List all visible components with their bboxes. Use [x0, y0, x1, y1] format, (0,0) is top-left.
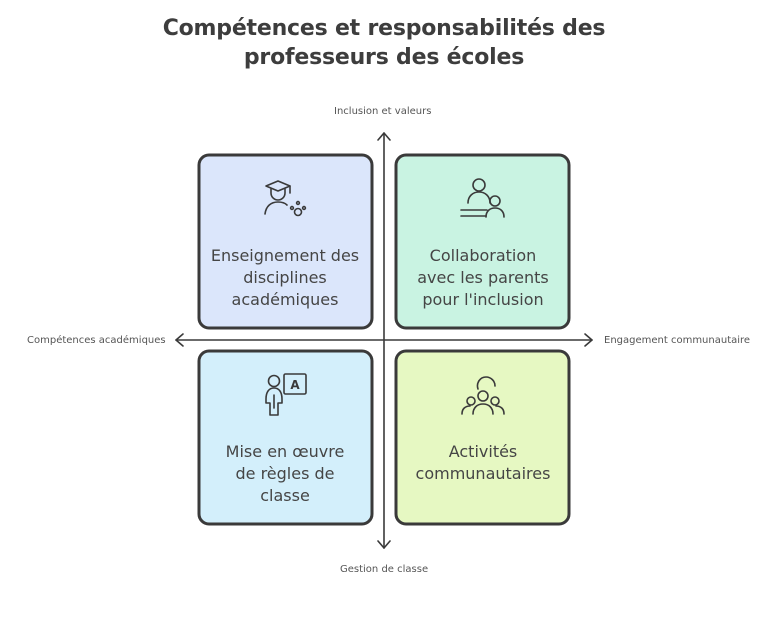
quadrant-label-bottom-right: Activités communautaires — [398, 441, 568, 485]
quadrant-line: Collaboration — [429, 246, 537, 265]
quadrant-label-top-left: Enseignement des disciplines académiques — [200, 245, 370, 311]
quadrant-line: de règles de — [235, 464, 335, 483]
axis-label-right: Engagement communautaire — [604, 335, 751, 346]
quadrant-line: pour l'inclusion — [422, 290, 544, 309]
title-line-2: professeurs des écoles — [243, 45, 525, 70]
community-group-icon — [461, 376, 505, 415]
parent-teacher-meeting-icon — [460, 178, 505, 218]
quadrant-line: Mise en œuvre — [225, 442, 345, 461]
quadrant-line: Activités — [448, 442, 518, 461]
quadrant-label-top-right: Collaboration avec les parents pour l'in… — [398, 245, 568, 311]
axis-label-top: Inclusion et valeurs — [334, 106, 432, 117]
quadrant-box-bottom-left — [197, 349, 374, 526]
teacher-board-icon — [265, 373, 307, 416]
quadrant-line: Enseignement des — [210, 246, 360, 265]
title-line-1: Compétences et responsabilités des — [162, 16, 606, 41]
quadrant-box-bottom-right — [394, 349, 571, 526]
axis-label-left: Compétences académiques — [27, 335, 166, 346]
quadrant-box-top-left — [197, 153, 374, 330]
quadrant-line: communautaires — [415, 464, 551, 483]
quadrant-line: académiques — [231, 290, 339, 309]
quadrant-line: disciplines — [243, 268, 327, 287]
quadrant-line: avec les parents — [417, 268, 549, 287]
quadrant-line: classe — [260, 486, 310, 505]
horizontal-axis — [175, 333, 593, 347]
quadrant-label-bottom-left: Mise en œuvre de règles de classe — [200, 441, 370, 507]
axis-label-bottom: Gestion de classe — [340, 564, 429, 575]
board-letter-a: A — [290, 378, 300, 392]
teacher-graduation-cap-icon — [264, 180, 307, 217]
page-title: Compétences et responsabilités des profe… — [84, 14, 684, 72]
quadrant-box-top-right — [394, 153, 571, 330]
